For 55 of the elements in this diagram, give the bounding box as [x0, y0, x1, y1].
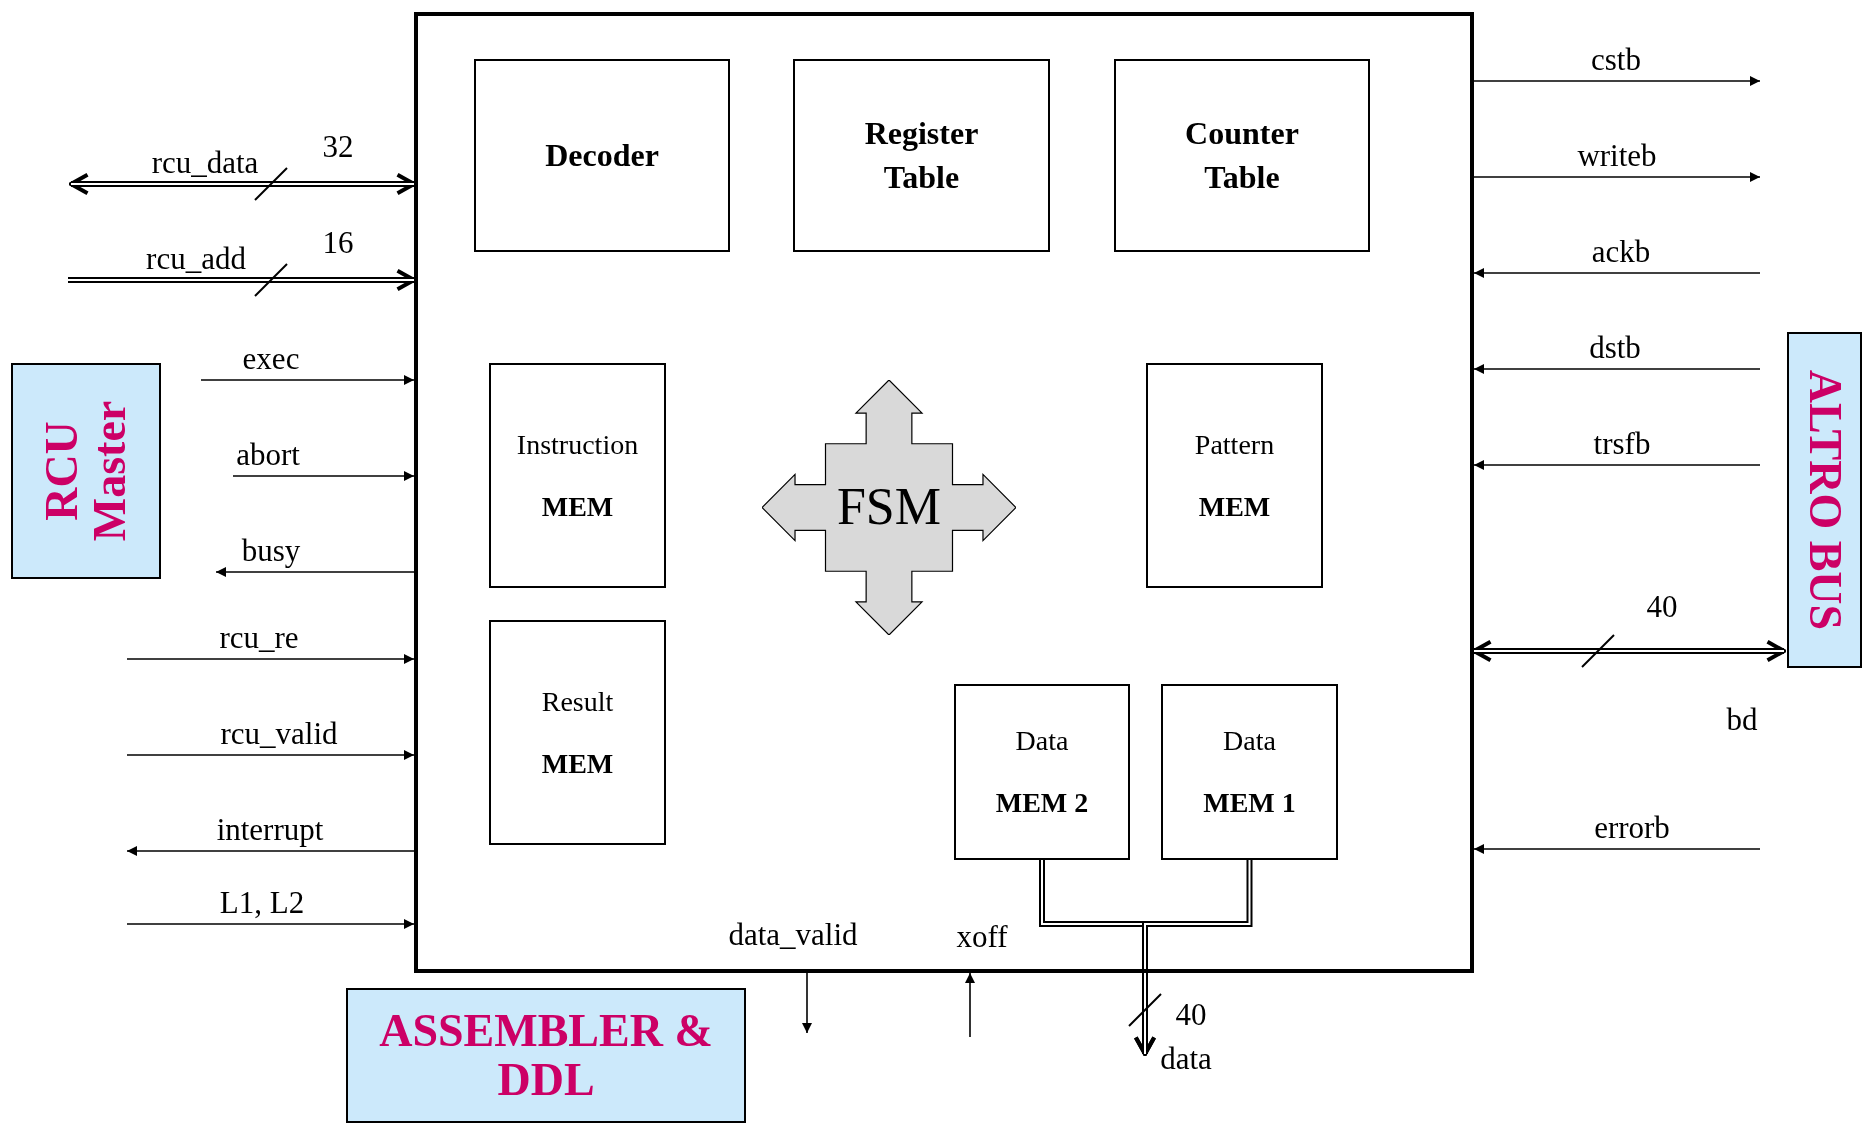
block-title: MEM [541, 746, 614, 781]
block-title: Counter Table [1184, 114, 1300, 197]
memory-box [489, 620, 666, 845]
interface-title: RCU Master [37, 399, 135, 544]
signal-arrow [1473, 76, 1761, 86]
block-box [1114, 59, 1370, 252]
block-title: MEM [541, 489, 614, 524]
signal-label: rcu_data [149, 147, 261, 178]
signal-arrow [1473, 844, 1761, 854]
block-title: Data [1223, 724, 1276, 759]
signal-arrow [1473, 460, 1761, 470]
bus-arrow [1133, 859, 1253, 1056]
block-title: Pattern [1194, 427, 1275, 462]
signal-arrow [1473, 172, 1761, 182]
signal-arrow [232, 471, 415, 481]
signal-arrow [126, 919, 415, 929]
signal-label: data_valid [726, 919, 860, 950]
interface-box [346, 988, 746, 1123]
signal-arrow [1473, 364, 1761, 374]
block-title: Decoder [545, 135, 659, 175]
bus-arrow [67, 268, 416, 292]
bus-arrow [69, 172, 416, 196]
signal-arrow [1473, 268, 1761, 278]
module-box [414, 12, 1474, 973]
block-title: Result [541, 684, 614, 719]
signal-arrow [965, 972, 975, 1038]
signal-label: rcu_valid [218, 718, 340, 749]
memory-box [489, 363, 666, 588]
signal-label: busy [239, 535, 303, 566]
signal-label: rcu_add [144, 243, 248, 274]
signal-arrow [126, 654, 415, 664]
block-box [793, 59, 1050, 252]
signal-arrow [126, 750, 415, 760]
block-title: MEM 2 [995, 786, 1089, 820]
block-title: Register Table [863, 114, 980, 197]
memory-box [1146, 363, 1323, 588]
interface-title: ALTRO BUS [1800, 369, 1849, 631]
block-title: Instruction [516, 427, 639, 462]
signal-arrow [126, 846, 415, 856]
block-title: MEM 1 [1203, 786, 1296, 820]
memory-box [1161, 684, 1338, 860]
block-title: Data [1015, 724, 1069, 759]
signal-arrow [215, 567, 415, 577]
bus-arrow [1472, 639, 1786, 663]
block-title: MEM [1198, 489, 1271, 524]
fsm-label: FSM [836, 477, 942, 538]
signal-arrow [802, 972, 812, 1034]
interface-title: ASSEMBLER & DDL [378, 1007, 714, 1104]
interface-box [11, 363, 161, 579]
memory-box [954, 684, 1130, 860]
signal-arrow [200, 375, 415, 385]
fsm-cross [762, 380, 1016, 635]
interface-box [1787, 332, 1862, 668]
block-box [474, 59, 730, 252]
signal-label: data [1160, 1040, 1212, 1079]
